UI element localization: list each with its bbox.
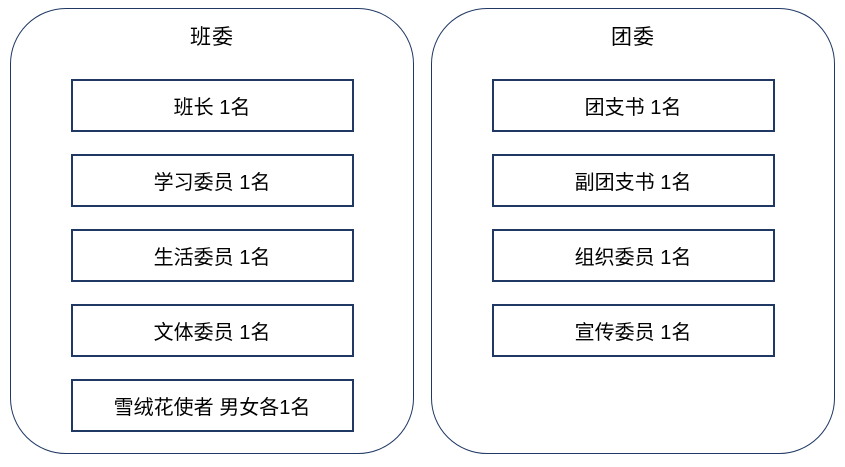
class-committee-items: 班长 1名 学习委员 1名 生活委员 1名 文体委员 1名 雪绒花使者 男女各1… [11,79,413,432]
role-box-deputy-league-secretary: 副团支书 1名 [491,154,775,207]
role-box-arts-sports-committee: 文体委员 1名 [70,304,354,357]
group-league-committee: 团委 团支书 1名 副团支书 1名 组织委员 1名 宣传委员 1名 [431,8,835,454]
role-box-publicity-committee: 宣传委员 1名 [491,304,775,357]
role-box-edelweiss-ambassador: 雪绒花使者 男女各1名 [70,379,354,432]
role-box-class-monitor: 班长 1名 [70,79,354,132]
role-box-league-secretary: 团支书 1名 [491,79,775,132]
group-title-class-committee: 班委 [190,26,234,49]
league-committee-items: 团支书 1名 副团支书 1名 组织委员 1名 宣传委员 1名 [432,79,834,357]
group-title-league-committee: 团委 [611,26,655,49]
role-box-organization-committee: 组织委员 1名 [491,229,775,282]
role-box-study-committee: 学习委员 1名 [70,154,354,207]
group-class-committee: 班委 班长 1名 学习委员 1名 生活委员 1名 文体委员 1名 雪绒花使者 男… [10,8,414,454]
role-box-life-committee: 生活委员 1名 [70,229,354,282]
